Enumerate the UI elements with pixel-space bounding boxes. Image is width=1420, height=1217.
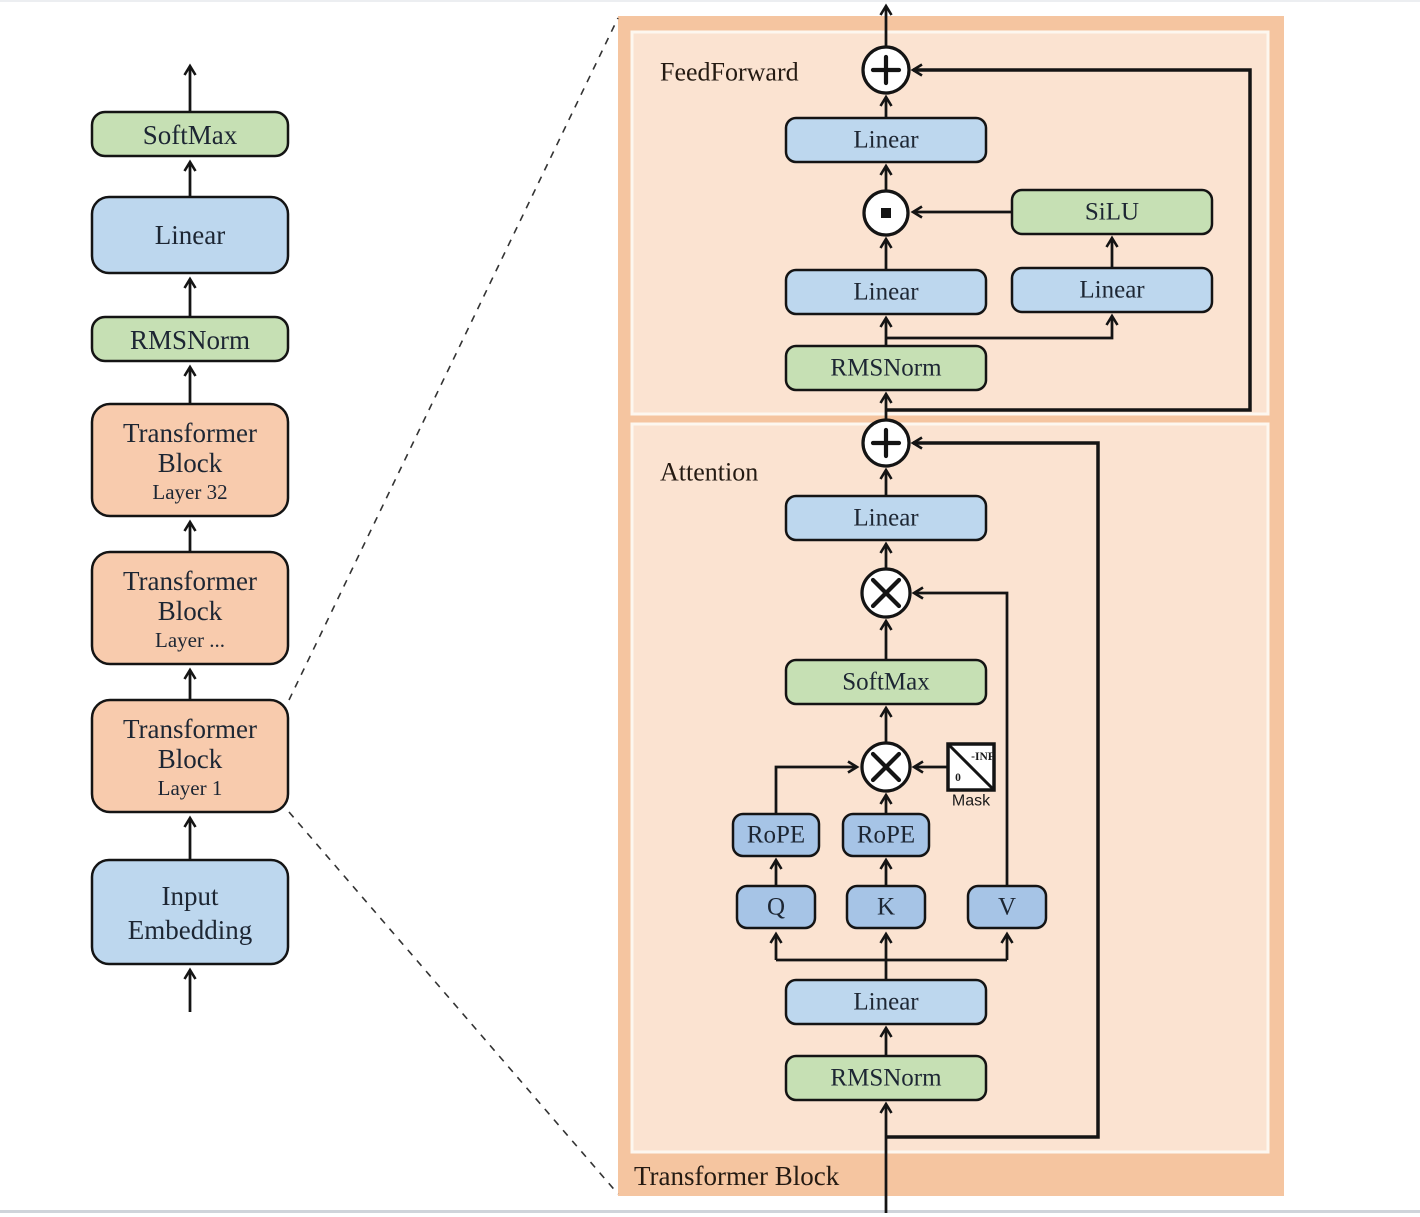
final-rmsnorm-node: RMSNorm <box>90 315 290 363</box>
transformer-block-1-line1: Transformer <box>123 714 257 744</box>
value-box <box>966 884 1048 930</box>
mask-zero-label: 0 <box>955 772 961 784</box>
attention-residual-line <box>886 436 1100 1139</box>
feedforward-linear-top-box <box>784 116 988 164</box>
attention-linear-out-node: Linear <box>784 494 988 542</box>
query-box <box>735 884 817 930</box>
input-embedding-line1: Input <box>162 881 219 911</box>
transformer-block-32-layer: Layer 32 <box>152 480 227 504</box>
feedforward-linear-left-box <box>784 268 988 316</box>
mask-label: Mask <box>952 793 991 810</box>
input-embedding-node: Input Embedding <box>90 858 290 966</box>
linear-head-label: Linear <box>155 220 225 250</box>
query-node: Q <box>735 884 817 930</box>
value-label: V <box>998 894 1016 921</box>
attention-matmul-qk-op <box>860 741 912 793</box>
transformer-block-dots-layer: Layer ... <box>155 628 225 652</box>
attention-section: Attention Linear SoftMax <box>660 418 1100 1213</box>
rope-k-node: RoPE <box>841 812 931 858</box>
bottom-edge-line <box>0 1210 1420 1213</box>
transformer-block-dots-line1: Transformer <box>123 566 257 596</box>
attention-linear-out-box <box>784 494 988 542</box>
transformer-block-dots-box <box>90 550 290 666</box>
multiply-icon-diag2 <box>870 577 902 609</box>
transformer-block-1-node: Transformer Block Layer 1 <box>90 698 290 814</box>
value-to-matmul-line <box>911 586 1009 886</box>
transformer-block-dots-node: Transformer Block Layer ... <box>90 550 290 666</box>
attention-rmsnorm-label: RMSNorm <box>830 1065 942 1092</box>
feedforward-linear-right-label: Linear <box>1079 277 1145 304</box>
feedforward-linear-right-box <box>1010 266 1214 314</box>
feedforward-rmsnorm-box <box>784 344 988 392</box>
final-rmsnorm-box <box>90 315 290 363</box>
linear-head-node: Linear <box>90 195 290 275</box>
input-embedding-line2: Embedding <box>128 915 252 945</box>
value-node: V <box>966 884 1048 930</box>
transformer-block-1-box <box>90 698 290 814</box>
key-node: K <box>845 884 927 930</box>
transformer-block-32-line1: Transformer <box>123 418 257 448</box>
attention-linear-out-label: Linear <box>853 505 919 532</box>
transformer-block-1-layer: Layer 1 <box>158 776 223 800</box>
silu-node: SiLU <box>1010 188 1214 236</box>
rope-q-node: RoPE <box>731 812 821 858</box>
attention-matmul-av-op <box>860 567 912 619</box>
final-rmsnorm-label: RMSNorm <box>130 325 250 355</box>
softmax-label: SoftMax <box>143 120 238 150</box>
rope-q-label: RoPE <box>747 822 805 849</box>
silu-label: SiLU <box>1085 199 1139 226</box>
arrow-rmsnorm-to-linearright <box>886 313 1119 340</box>
feedforward-section: FeedForward Linear SiLU Linear <box>660 3 1252 421</box>
rope-k-label: RoPE <box>857 822 915 849</box>
query-label: Q <box>767 894 785 921</box>
transformer-block-1-line2: Block <box>158 744 223 774</box>
attention-softmax-label: SoftMax <box>842 669 930 696</box>
softmax-node: SoftMax <box>90 110 290 158</box>
attention-linear-in-node: Linear <box>784 978 988 1026</box>
transformer-block-32-line2: Block <box>158 448 223 478</box>
elementwise-product-dot <box>881 208 891 218</box>
transformer-block-panel-title: Transformer Block <box>634 1161 840 1191</box>
rope-k-box <box>841 812 931 858</box>
mask-node: -INF 0 Mask <box>946 742 996 810</box>
transformer-block-32-box <box>90 402 290 518</box>
feedforward-add-op <box>861 45 911 95</box>
feedforward-residual-line <box>886 63 1252 412</box>
mask-neg-inf-label: -INF <box>971 751 995 763</box>
top-edge-line <box>0 0 1420 2</box>
zoom-dashed-line-top <box>288 17 619 701</box>
feedforward-linear-left-node: Linear <box>784 268 988 316</box>
feedforward-section-label: FeedForward <box>660 58 799 87</box>
transformer-block-32-node: Transformer Block Layer 32 <box>90 402 290 518</box>
attention-linear-in-label: Linear <box>853 989 919 1016</box>
multiply-icon-diag2 <box>870 751 902 783</box>
feedforward-linear-right-node: Linear <box>1010 266 1214 314</box>
attention-softmax-box <box>784 658 988 706</box>
attention-linear-in-box <box>784 978 988 1026</box>
attention-softmax-node: SoftMax <box>784 658 988 706</box>
input-embedding-box <box>90 858 290 966</box>
key-label: K <box>877 894 895 921</box>
qkv-distribution-line <box>776 958 1007 980</box>
arrow-ropeq-to-matmul1 <box>774 760 860 814</box>
attention-add-op <box>861 418 911 468</box>
key-box <box>845 884 927 930</box>
rope-q-box <box>731 812 821 858</box>
attention-rmsnorm-box <box>784 1054 988 1102</box>
feedforward-linear-top-label: Linear <box>853 127 919 154</box>
softmax-box <box>90 110 290 158</box>
feedforward-product-op <box>862 189 910 237</box>
zoom-dashed-line-bottom <box>288 811 619 1195</box>
feedforward-linear-left-label: Linear <box>853 279 919 306</box>
attention-rmsnorm-node: RMSNorm <box>784 1054 988 1102</box>
feedforward-rmsnorm-label: RMSNorm <box>830 355 942 382</box>
transformer-block-dots-line2: Block <box>158 596 223 626</box>
mask-diagonal <box>947 743 995 791</box>
feedforward-rmsnorm-node: RMSNorm <box>784 344 988 392</box>
left-pipeline: SoftMax Linear RMSNorm Transformer Block… <box>90 63 290 1012</box>
feedforward-linear-top-node: Linear <box>784 116 988 164</box>
attention-section-label: Attention <box>660 458 758 487</box>
linear-head-box <box>90 195 290 275</box>
